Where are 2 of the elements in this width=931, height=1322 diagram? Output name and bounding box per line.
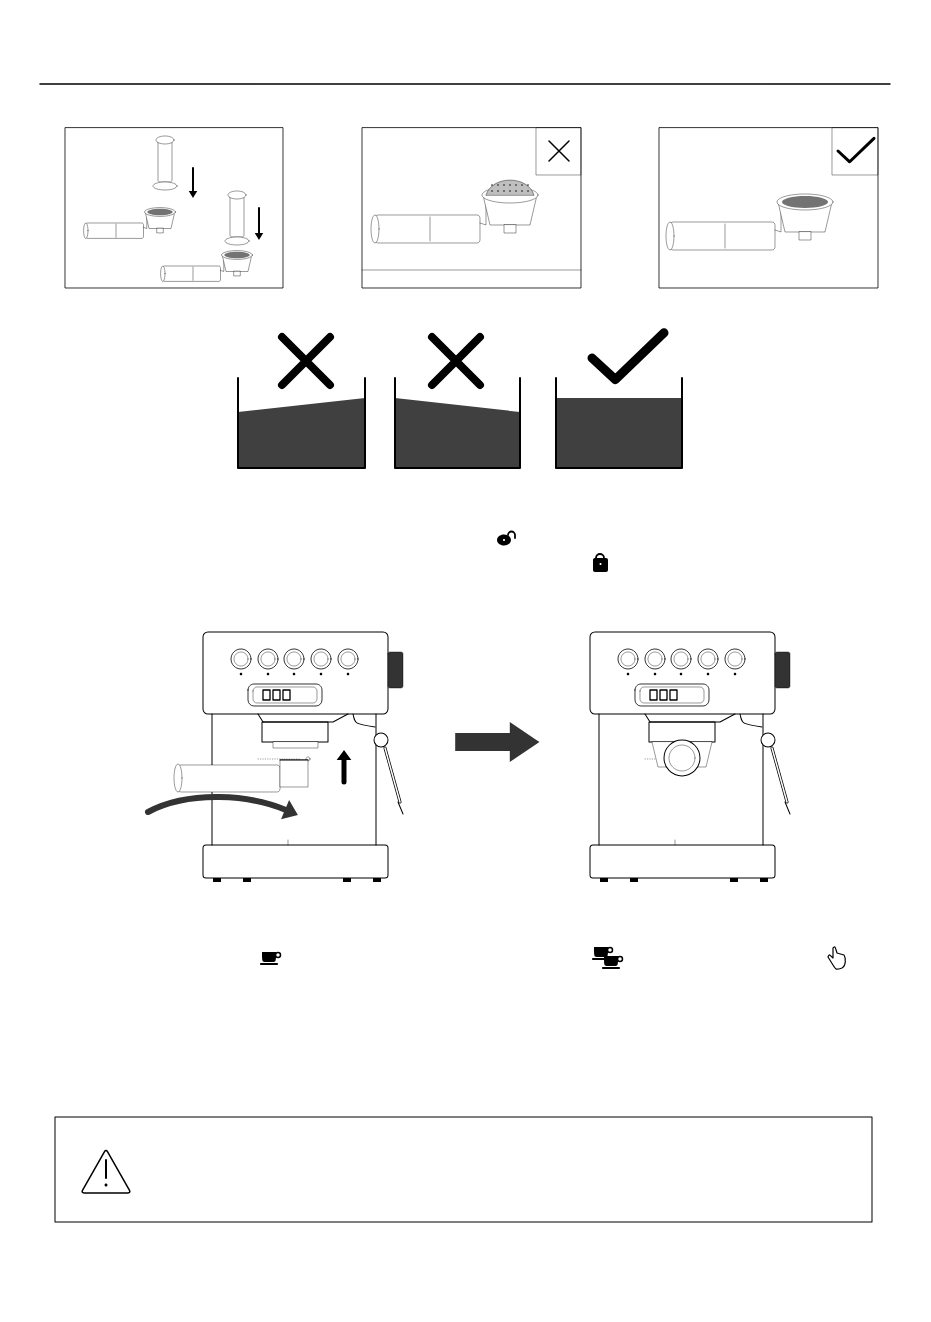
espresso-machine-drawing: [589, 631, 791, 882]
espresso-machine-drawing: [173, 631, 404, 882]
